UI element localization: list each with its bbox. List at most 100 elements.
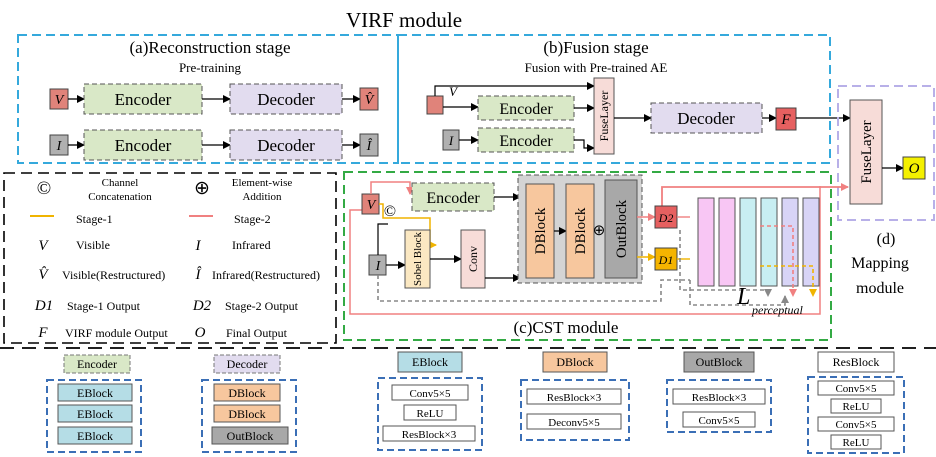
output-ihat-label: Î — [366, 137, 373, 154]
legend-v-text: Visible — [76, 238, 110, 252]
comp-encoder-header — [63, 354, 131, 374]
cst-outblock-label: OutBlock — [614, 199, 630, 258]
legend-vhat-symbol: V̂ — [38, 267, 49, 283]
comp-decoder-item-2-label: DBlock — [228, 407, 265, 421]
comp-dblock-item-1 — [526, 388, 622, 405]
recon-encoder-i — [83, 129, 203, 161]
cst-sobel-label: Sobel Block — [412, 231, 424, 286]
comp-decoder-item-2 — [213, 404, 281, 423]
mapping-fuselayer-label: FuseLayer — [859, 120, 875, 183]
input-i-label: I — [56, 139, 63, 154]
recon-decoder-v — [229, 83, 343, 115]
recon-encoder-v — [83, 83, 203, 115]
comp-resblock-item-4 — [830, 434, 882, 450]
comp-outblock-item-2-label: Conv5×5 — [698, 415, 740, 427]
recon-decoder-i — [229, 129, 343, 161]
vgg-layer-5 — [781, 197, 799, 287]
cst-module-box — [343, 171, 832, 341]
comp-resblock-item-2 — [830, 398, 882, 414]
recon-encoder-v-label: Encoder — [115, 90, 172, 109]
comp-decoder-item-3-label: OutBlock — [227, 429, 274, 443]
fusion-encoder-i-label: Encoder — [499, 133, 553, 150]
comp-dblock-item-1-label: ResBlock×3 — [547, 392, 602, 404]
comp-encoder-item-1 — [57, 383, 133, 402]
comp-eblock-name: EBlock — [412, 355, 448, 369]
reconstruction-stage-box — [17, 34, 399, 164]
comp-resblock-frame — [807, 376, 905, 454]
comp-eblock-item-1-label: Conv5×5 — [409, 388, 451, 400]
legend-add-symbol: ⊕ — [194, 178, 210, 199]
mapping-fuselayer — [849, 99, 883, 205]
fusion-fuselayer-label: FuseLayer — [597, 91, 611, 142]
fusion-decoder — [650, 102, 763, 134]
comp-encoder-frame — [46, 379, 142, 453]
legend-add-label-1: Element-wise — [232, 177, 293, 189]
legend-stage2-label: Stage-2 — [234, 212, 271, 226]
stage2-return-path — [349, 186, 821, 315]
comp-eblock-item-1 — [391, 384, 469, 401]
output-ihat-box — [359, 133, 379, 157]
final-output-o-label: O — [909, 161, 920, 177]
comp-encoder-item-2 — [57, 404, 133, 423]
cst-dblock-2-label: DBlock — [573, 207, 589, 254]
mapping-label-d: (d) — [877, 231, 896, 248]
cst-dblock-2 — [565, 183, 595, 279]
comp-eblock-header — [397, 351, 463, 373]
fusion-title: (b)Fusion stage — [543, 38, 648, 57]
legend-concat-label-1: Channel — [102, 177, 139, 189]
vgg-layer-2 — [718, 197, 736, 287]
comp-eblock-item-2 — [403, 404, 457, 421]
fusion-output-f-label: F — [780, 112, 791, 128]
comp-decoder-name: Decoder — [227, 357, 268, 371]
cst-d1-label: D1 — [658, 253, 674, 267]
legend-concat-label-2: Concatenation — [88, 191, 152, 203]
comp-decoder-item-3 — [211, 426, 289, 445]
legend-d1-symbol: D1 — [34, 298, 53, 314]
comp-eblock-item-3-label: ResBlock×3 — [402, 429, 457, 441]
comp-encoder-item-3-label: EBlock — [77, 429, 113, 443]
mapping-label-mapping: Mapping — [851, 255, 909, 272]
reconstruction-subtitle: Pre-training — [179, 60, 242, 75]
legend-f-text: VIRF module Output — [65, 326, 168, 340]
legend-stage1-label: Stage-1 — [76, 212, 113, 226]
cst-encoder — [411, 182, 495, 212]
vgg-layer-4 — [760, 197, 778, 287]
reconstruction-title: (a)Reconstruction stage — [130, 38, 291, 57]
loss-perceptual-symbol: L — [736, 284, 750, 310]
cst-encoder-label: Encoder — [426, 190, 480, 207]
legend-f-symbol: F — [37, 325, 48, 341]
comp-eblock-item-2-label: ReLU — [417, 408, 444, 420]
legend-v-symbol: V — [38, 238, 49, 254]
output-vhat-box — [359, 87, 379, 111]
comp-resblock-name: ResBlock — [833, 355, 880, 369]
diagram-title: VIRF module — [346, 8, 462, 32]
fusion-input-v-label: V — [449, 84, 459, 99]
legend-add-label-2: Addition — [242, 191, 282, 203]
fusion-decoder-label: Decoder — [677, 109, 735, 128]
stage2-route-top — [661, 183, 849, 210]
comp-encoder-item-2-label: EBlock — [77, 407, 113, 421]
legend-d2-text: Stage-2 Output — [225, 299, 299, 313]
comp-outblock-item-2 — [682, 411, 756, 428]
mapping-label-module: module — [856, 280, 904, 297]
comp-outblock-item-1 — [672, 388, 766, 405]
recon-decoder-i-label: Decoder — [257, 136, 315, 155]
comp-outblock-name: OutBlock — [696, 355, 743, 369]
output-vhat-label: V̂ — [365, 92, 375, 108]
comp-resblock-header — [817, 351, 895, 373]
comp-dblock-item-2 — [526, 413, 622, 430]
comp-resblock-item-4-label: ReLU — [843, 437, 870, 449]
cst-d2-label: D2 — [658, 211, 674, 225]
fusion-subtitle: Fusion with Pre-trained AE — [525, 60, 668, 75]
legend-ihat-text: Infrared(Restructured) — [212, 268, 320, 282]
legend-concat-symbol: © — [37, 178, 51, 199]
legend-d1-text: Stage-1 Output — [67, 299, 141, 313]
comp-resblock-item-2-label: ReLU — [843, 401, 870, 413]
vgg-layer-3 — [739, 197, 757, 287]
cst-input-i-label: I — [375, 259, 382, 274]
comp-dblock-name: DBlock — [556, 355, 593, 369]
cst-dblock-1-label: DBlock — [533, 207, 549, 254]
recon-encoder-i-label: Encoder — [115, 136, 172, 155]
cst-add-symbol: ⊕ — [593, 223, 606, 239]
comp-eblock-item-3 — [382, 425, 476, 442]
